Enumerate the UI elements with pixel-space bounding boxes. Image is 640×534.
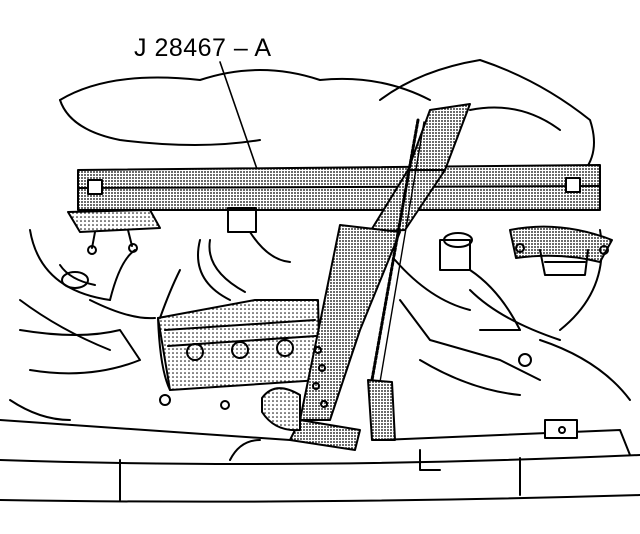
callout-leader-line	[219, 61, 259, 173]
left-fender-detail	[19, 299, 230, 410]
lifting-strap	[261, 103, 471, 451]
vehicle-body-outline	[9, 59, 631, 421]
cylinder-head	[157, 299, 321, 391]
support-crossbar	[77, 164, 601, 211]
right-mount-foot	[509, 225, 613, 276]
right-side-components	[399, 299, 541, 396]
left-mount-foot	[67, 209, 161, 255]
front-frame	[0, 419, 640, 503]
tool-callout-label: J 28467 – A	[134, 34, 272, 62]
hoses-and-pipes	[59, 207, 561, 341]
threaded-rod	[367, 118, 425, 441]
